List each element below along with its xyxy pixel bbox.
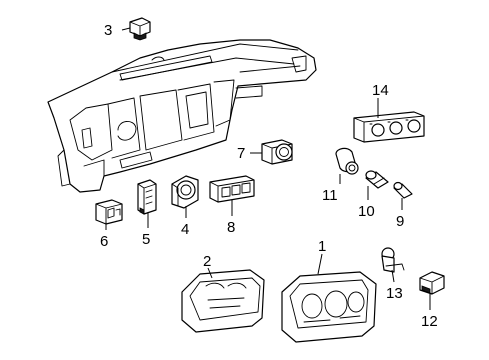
cylinder-part bbox=[365, 170, 389, 189]
sensor-part bbox=[129, 17, 151, 41]
connector-part bbox=[419, 271, 445, 295]
callout-8: 8 bbox=[227, 219, 235, 236]
callout-10: 10 bbox=[358, 203, 375, 220]
instrument-panel bbox=[47, 39, 317, 193]
callout-3: 3 bbox=[104, 22, 112, 39]
callout-13: 13 bbox=[386, 285, 403, 302]
switch-bank-part bbox=[209, 175, 255, 203]
callout-labels: 3 7 14 11 10 9 6 5 4 8 2 1 13 12 bbox=[100, 22, 438, 330]
callout-7: 7 bbox=[237, 145, 245, 162]
round-knob-part bbox=[171, 175, 199, 209]
switch-block-part bbox=[95, 199, 123, 225]
callout-11: 11 bbox=[322, 187, 338, 204]
callout-2: 2 bbox=[203, 253, 211, 270]
callout-5: 5 bbox=[142, 231, 150, 248]
small-cylinder-part bbox=[393, 181, 413, 199]
knob-switch-part bbox=[261, 139, 293, 165]
bulb-socket-part bbox=[381, 247, 405, 273]
round-sensor-part bbox=[335, 147, 359, 175]
callout-6: 6 bbox=[100, 233, 108, 250]
callout-12: 12 bbox=[421, 313, 438, 330]
callout-1: 1 bbox=[318, 238, 326, 255]
climate-control-part bbox=[353, 111, 425, 143]
vertical-switch-part bbox=[137, 179, 157, 215]
callout-9: 9 bbox=[396, 213, 404, 230]
leader-lines bbox=[105, 27, 431, 310]
instrument-cluster-part bbox=[281, 271, 377, 343]
callout-14: 14 bbox=[372, 82, 389, 99]
cluster-lens-part bbox=[181, 269, 265, 333]
callout-4: 4 bbox=[181, 221, 189, 238]
